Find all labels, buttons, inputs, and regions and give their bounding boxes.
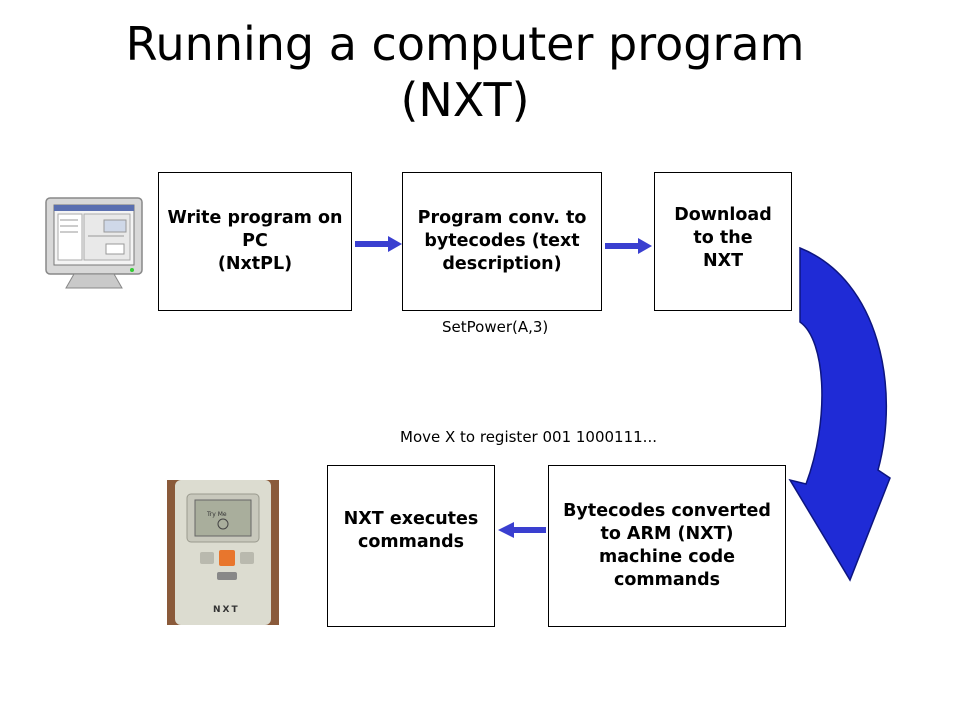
bytecode-example-label: SetPower(A,3) bbox=[442, 318, 549, 336]
slide-title-text: Running a computer program (NXT) bbox=[125, 17, 805, 127]
step-write-program: Write program on PC (NxtPL) bbox=[158, 172, 352, 311]
step-convert-bytecodes: Program conv. to bytecodes (text descrip… bbox=[402, 172, 602, 311]
machine-code-example-label: Move X to register 001 1000111... bbox=[400, 428, 657, 446]
arrow-arm-to-execute bbox=[498, 522, 546, 538]
nxt-brick-photo: Try Me NXT bbox=[167, 480, 279, 625]
step-arm-conversion-text: Bytecodes converted to ARM (NXT) machine… bbox=[563, 501, 771, 590]
step-download: Download to the NXT bbox=[654, 172, 792, 311]
step-write-program-text: Write program on PC (NxtPL) bbox=[167, 208, 343, 274]
step-arm-conversion: Bytecodes converted to ARM (NXT) machine… bbox=[548, 465, 786, 627]
step-convert-bytecodes-text: Program conv. to bytecodes (text descrip… bbox=[417, 208, 587, 274]
arrow-convert-to-download bbox=[605, 238, 652, 254]
curved-arrow-download-to-arm bbox=[788, 246, 891, 582]
svg-text:Try Me: Try Me bbox=[206, 511, 227, 518]
slide-title: Running a computer program (NXT) bbox=[0, 16, 930, 128]
step-execute-text: NXT executes commands bbox=[343, 509, 479, 552]
brick-orange-button bbox=[219, 550, 235, 566]
step-download-text: Download to the NXT bbox=[674, 205, 772, 271]
computer-icon bbox=[44, 196, 154, 296]
brick-label: NXT bbox=[213, 605, 240, 615]
step-execute: NXT executes commands bbox=[327, 465, 495, 627]
arrow-write-to-convert bbox=[355, 236, 402, 252]
